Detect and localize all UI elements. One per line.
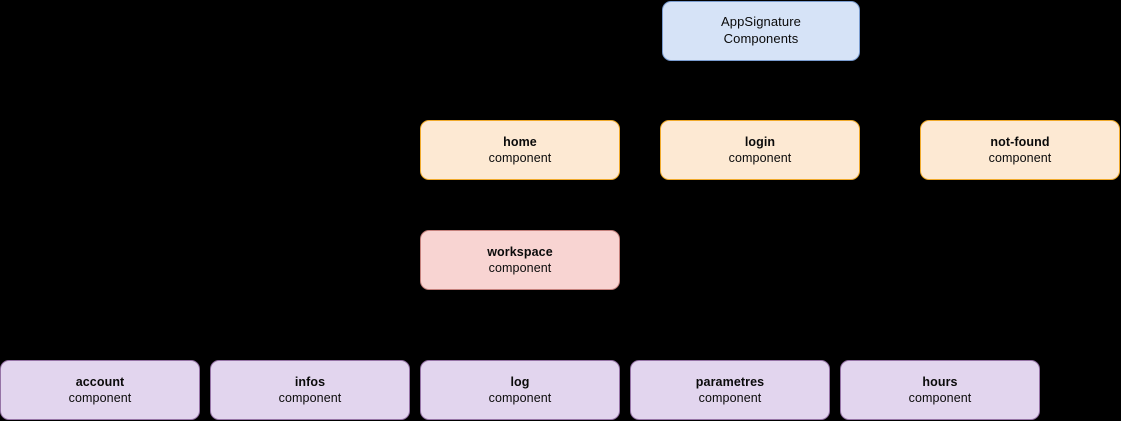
- node-subtitle: component: [988, 151, 1052, 165]
- node-subtitle: component: [698, 391, 762, 405]
- node-title: hours: [922, 375, 958, 389]
- node-title: parametres: [695, 375, 765, 389]
- node-subtitle: component: [908, 391, 972, 405]
- node-account[interactable]: account component: [0, 360, 200, 420]
- node-subtitle: component: [728, 151, 792, 165]
- node-subtitle: component: [488, 391, 552, 405]
- node-title: login: [744, 135, 776, 149]
- node-hours[interactable]: hours component: [840, 360, 1040, 420]
- node-subtitle: component: [68, 391, 132, 405]
- node-app-signature-components[interactable]: AppSignature Components: [662, 1, 860, 61]
- node-title: infos: [294, 375, 326, 389]
- node-log[interactable]: log component: [420, 360, 620, 420]
- node-not-found[interactable]: not-found component: [920, 120, 1120, 180]
- node-title: log: [510, 375, 530, 389]
- node-subtitle: component: [278, 391, 342, 405]
- node-infos[interactable]: infos component: [210, 360, 410, 420]
- node-home[interactable]: home component: [420, 120, 620, 180]
- node-title: account: [75, 375, 125, 389]
- node-title: AppSignature: [721, 14, 801, 30]
- node-login[interactable]: login component: [660, 120, 860, 180]
- node-title: home: [503, 135, 537, 149]
- node-title: not-found: [990, 135, 1050, 149]
- node-parametres[interactable]: parametres component: [630, 360, 830, 420]
- node-subtitle: Components: [723, 31, 799, 46]
- node-title: workspace: [487, 245, 553, 259]
- node-subtitle: component: [488, 261, 552, 275]
- node-subtitle: component: [488, 151, 552, 165]
- node-workspace[interactable]: workspace component: [420, 230, 620, 290]
